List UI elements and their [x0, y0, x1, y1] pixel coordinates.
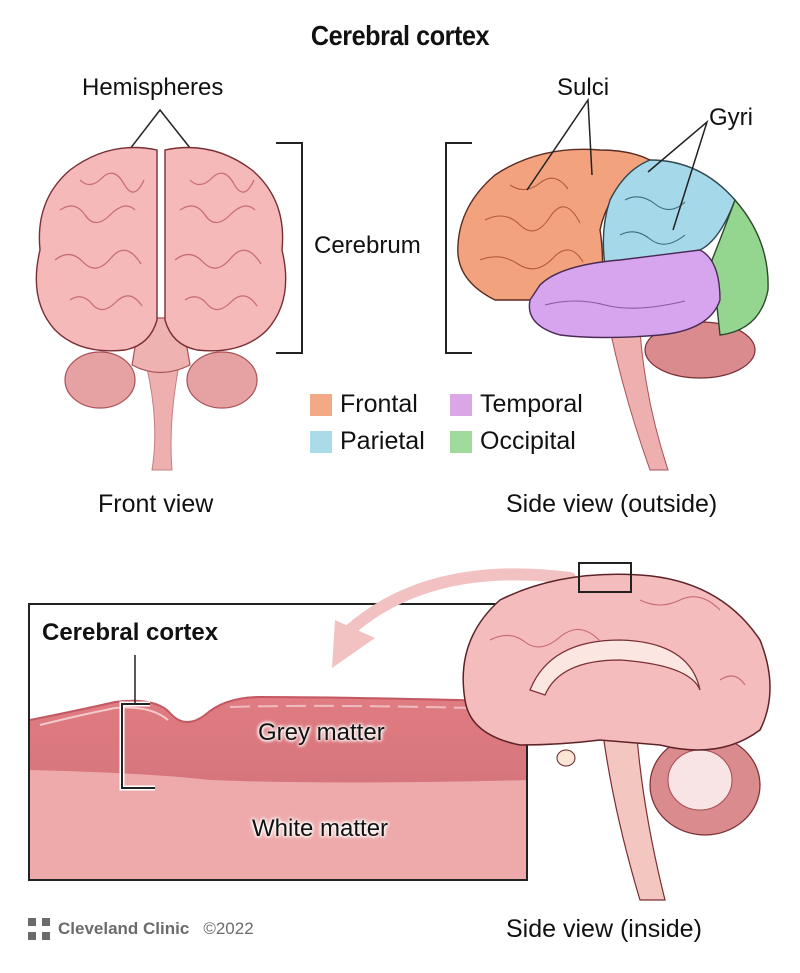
cortex-tissue-illustration: [30, 655, 526, 879]
legend-item-parietal: Parietal: [310, 427, 450, 456]
front-view-caption: Front view: [98, 490, 214, 518]
sulci-label: Sulci: [557, 74, 610, 101]
side-view-inside-caption: Side view (inside): [506, 915, 702, 943]
side-view-outside-caption: Side view (outside): [506, 490, 718, 518]
legend-label: Temporal: [480, 390, 583, 418]
gyri-label: Gyri: [709, 104, 753, 131]
temporal-swatch: [450, 393, 472, 416]
legend-label: Frontal: [340, 390, 418, 418]
cortex-inset: Cerebral cortex Grey matter White matter: [28, 603, 528, 881]
grey-matter-label: Grey matter: [258, 719, 385, 746]
inset-cortex-label: Cerebral cortex: [42, 619, 219, 646]
occipital-swatch: [450, 430, 472, 453]
legend-label: Parietal: [340, 427, 425, 455]
lobe-legend: Frontal Temporal Parietal Occipital: [310, 390, 610, 456]
hemispheres-label: Hemispheres: [82, 74, 224, 101]
page-title: Cerebral cortex: [310, 20, 490, 51]
brand-name: Cleveland Clinic: [58, 919, 190, 938]
white-matter-label: White matter: [252, 815, 389, 842]
copyright: ©2022: [203, 919, 254, 938]
legend-item-frontal: Frontal: [310, 390, 450, 419]
legend-item-occipital: Occipital: [450, 427, 610, 456]
legend-item-temporal: Temporal: [450, 390, 610, 419]
footer: Cleveland Clinic ©2022: [28, 918, 254, 940]
frontal-swatch: [310, 393, 332, 416]
parietal-swatch: [310, 430, 332, 453]
legend-label: Occipital: [480, 427, 576, 455]
cleveland-clinic-logo-icon: [28, 918, 50, 940]
cerebrum-label: Cerebrum: [314, 232, 421, 259]
